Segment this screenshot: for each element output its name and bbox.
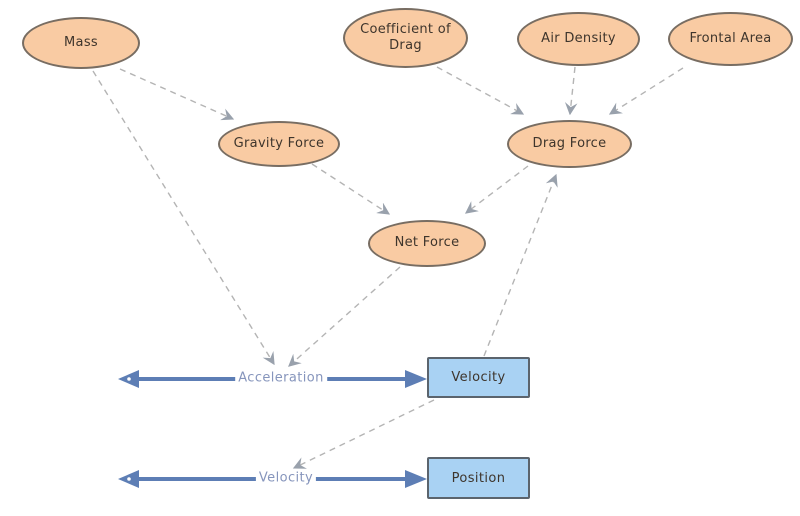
variable-label: Coefficient of Drag [360,21,451,53]
variable-label: Net Force [394,235,460,251]
variable-label: Drag Force [532,135,607,151]
stock-velocity[interactable]: Velocity [427,357,530,398]
link-velocity-stock-to-drag-force[interactable] [483,173,558,357]
link-mass-to-gravity-force[interactable] [119,68,235,121]
link-gravity-force-to-net-force[interactable] [311,163,391,215]
flow-label-acceleration[interactable]: Acceleration [235,370,327,386]
variable-drag-force[interactable]: Drag Force [507,120,632,168]
flow-velocity-right-arrowhead-icon [405,470,427,488]
variable-gravity-force[interactable]: Gravity Force [218,121,340,167]
variable-label: Air Density [541,30,616,46]
flow-acceleration-handle-dot [127,377,131,381]
link-velocity-stock-to-velocity-flow[interactable] [292,399,435,469]
variable-frontal-area[interactable]: Frontal Area [668,12,793,66]
variable-label: Mass [64,34,98,50]
link-coefficient-of-drag-to-drag-force[interactable] [436,66,525,115]
stock-label: Position [451,470,506,486]
stock-position[interactable]: Position [427,457,530,499]
variable-mass[interactable]: Mass [22,17,140,69]
variable-net-force[interactable]: Net Force [368,220,486,267]
variable-label: Gravity Force [233,135,325,151]
link-air-density-to-drag-force[interactable] [564,66,578,116]
flow-label-velocity[interactable]: Velocity [255,470,317,486]
variable-air-density[interactable]: Air Density [517,12,640,66]
flow-acceleration-right-arrowhead-icon [405,370,427,388]
link-net-force-to-acceleration[interactable] [288,266,401,367]
link-frontal-area-to-drag-force[interactable] [608,67,684,115]
variable-coefficient-of-drag[interactable]: Coefficient of Drag [343,8,468,68]
stock-label: Velocity [451,370,506,385]
link-drag-force-to-net-force[interactable] [464,165,529,214]
link-mass-to-acceleration[interactable] [92,70,275,366]
flow-velocity-handle-dot [127,477,131,481]
variable-label: Frontal Area [689,30,772,46]
